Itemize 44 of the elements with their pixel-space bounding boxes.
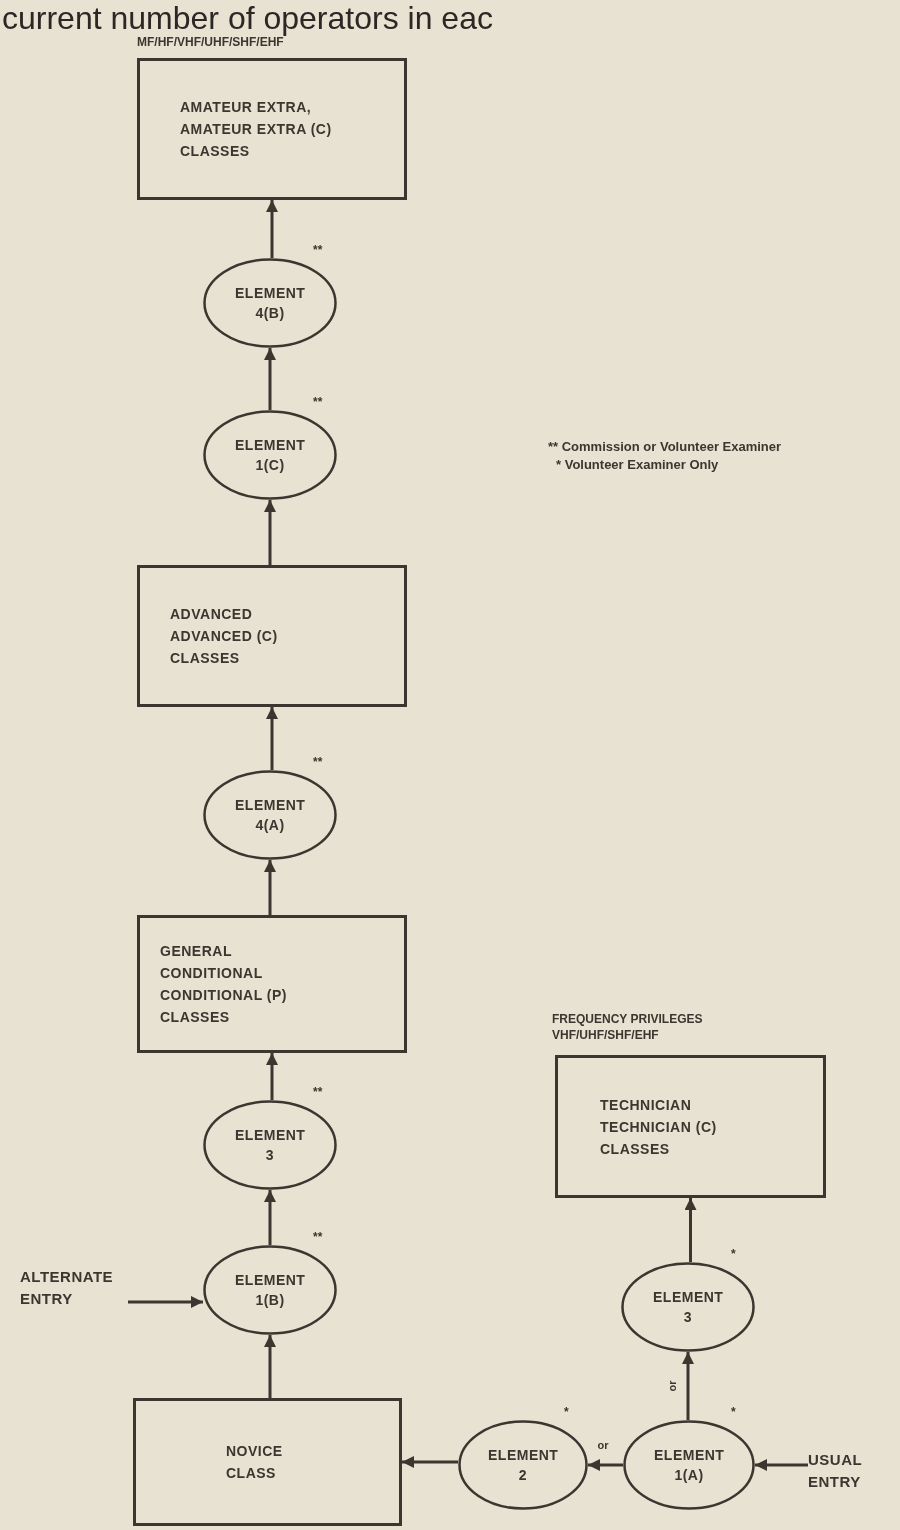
examiner-mark: * (731, 1248, 736, 1260)
examiner-mark: ** (313, 1086, 323, 1098)
element-ellipse: ELEMENT 1(A) (623, 1420, 755, 1510)
edge-label: or (665, 1380, 678, 1392)
arrow (588, 1459, 623, 1471)
edge-label: or (597, 1439, 609, 1451)
arrow (264, 500, 276, 565)
entry-label: USUAL ENTRY (808, 1447, 892, 1495)
examiner-mark: * (564, 1406, 569, 1418)
element-ellipse: ELEMENT 4(A) (203, 770, 337, 860)
body-text-fragment: current number of operators in eac (2, 0, 493, 36)
element-ellipse: ELEMENT 3 (621, 1262, 755, 1352)
class-box: AMATEUR EXTRA, AMATEUR EXTRA (C) CLASSES (137, 58, 407, 200)
arrow (266, 200, 278, 258)
examiner-mark: * (731, 1406, 736, 1418)
arrow (264, 860, 276, 915)
examiner-mark: ** (313, 1231, 323, 1243)
footnote: ** Commission or Volunteer Examiner (548, 438, 782, 456)
examiner-mark: ** (313, 244, 323, 256)
arrow (682, 1352, 694, 1420)
arrow (266, 707, 278, 770)
arrow (128, 1296, 203, 1308)
arrow (266, 1053, 278, 1100)
arrow (264, 1335, 276, 1398)
class-box: GENERAL CONDITIONAL CONDITIONAL (P) CLASSES (137, 915, 407, 1053)
element-ellipse: ELEMENT 1(B) (203, 1245, 337, 1335)
arrow (755, 1459, 808, 1471)
entry-label: ALTERNATE ENTRY (20, 1264, 128, 1312)
class-box: TECHNICIAN TECHNICIAN (C) CLASSES (555, 1055, 826, 1198)
element-ellipse: ELEMENT 1(C) (203, 410, 337, 500)
arrow (402, 1456, 458, 1468)
element-ellipse: ELEMENT 2 (458, 1420, 588, 1510)
class-box: NOVICE CLASS (133, 1398, 402, 1526)
element-ellipse: ELEMENT 3 (203, 1100, 337, 1190)
footnote: * Volunteer Examiner Only (556, 456, 719, 474)
frequency-privileges: MF/HF/VHF/UHF/SHF/EHF (137, 35, 284, 50)
element-ellipse: ELEMENT 4(B) (203, 258, 337, 348)
arrow (264, 348, 276, 410)
class-box: ADVANCED ADVANCED (C) CLASSES (137, 565, 407, 707)
frequency-privileges: FREQUENCY PRIVILEGES VHF/UHF/SHF/EHF (552, 1011, 704, 1043)
examiner-mark: ** (313, 756, 323, 768)
examiner-mark: ** (313, 396, 323, 408)
arrow (684, 1198, 697, 1262)
arrow (264, 1190, 276, 1245)
